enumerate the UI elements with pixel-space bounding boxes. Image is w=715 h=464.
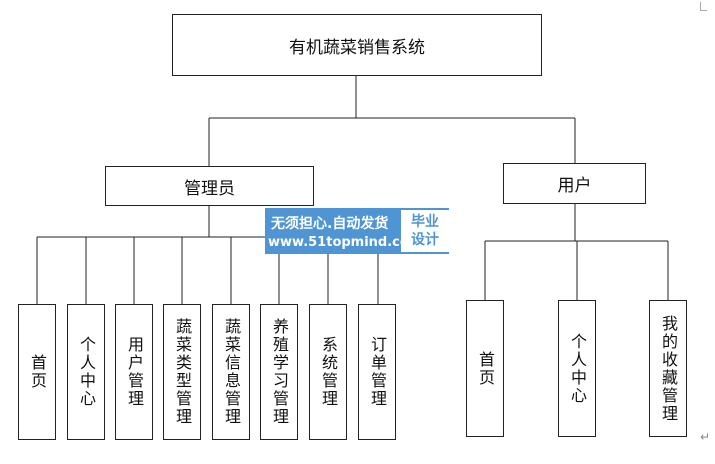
watermark-slogan: 无须担心.自动发货 [271,216,389,232]
user-node: 用户 [503,163,646,204]
paragraph-return-icon: ↵ [700,430,711,444]
admin-module-veg-type-mgmt: 蔬菜类型管理 [163,304,201,440]
admin-module-order-mgmt: 订单管理 [358,304,396,440]
module-label: 我的收藏管理 [659,314,678,423]
user-module-profile: 个人中心 [558,300,596,437]
module-label: 首页 [28,354,47,390]
module-label: 系统管理 [319,336,338,408]
page-corner-mark [700,2,707,11]
module-label: 蔬菜类型管理 [173,318,192,426]
module-label: 养殖学习管理 [270,318,289,426]
module-label: 首页 [476,350,495,387]
root-label: 有机蔬菜销售系统 [289,37,425,58]
user-label: 用户 [557,176,592,196]
watermark-tag: 毕业 设计 [401,210,449,252]
admin-node: 管理员 [105,166,314,206]
user-module-home: 首页 [466,300,504,437]
watermark-url: www.51topmind.com [268,235,423,250]
module-label: 个人中心 [568,332,587,405]
module-label: 用户管理 [125,336,144,408]
watermark-banner: 无须担心.自动发货 www.51topmind.com 毕业 设计 [265,208,449,254]
admin-label: 管理员 [184,178,235,199]
admin-module-system-mgmt: 系统管理 [309,304,347,440]
root-node: 有机蔬菜销售系统 [172,14,542,76]
admin-module-breeding-mgmt: 养殖学习管理 [260,304,298,440]
admin-module-user-mgmt: 用户管理 [115,304,153,440]
module-label: 蔬菜信息管理 [222,318,241,426]
admin-module-home: 首页 [18,304,56,440]
module-label: 订单管理 [368,336,387,408]
user-module-favorites-mgmt: 我的收藏管理 [649,300,687,437]
admin-module-profile: 个人中心 [67,304,105,440]
module-label: 个人中心 [77,336,96,408]
admin-module-veg-info-mgmt: 蔬菜信息管理 [212,304,250,440]
